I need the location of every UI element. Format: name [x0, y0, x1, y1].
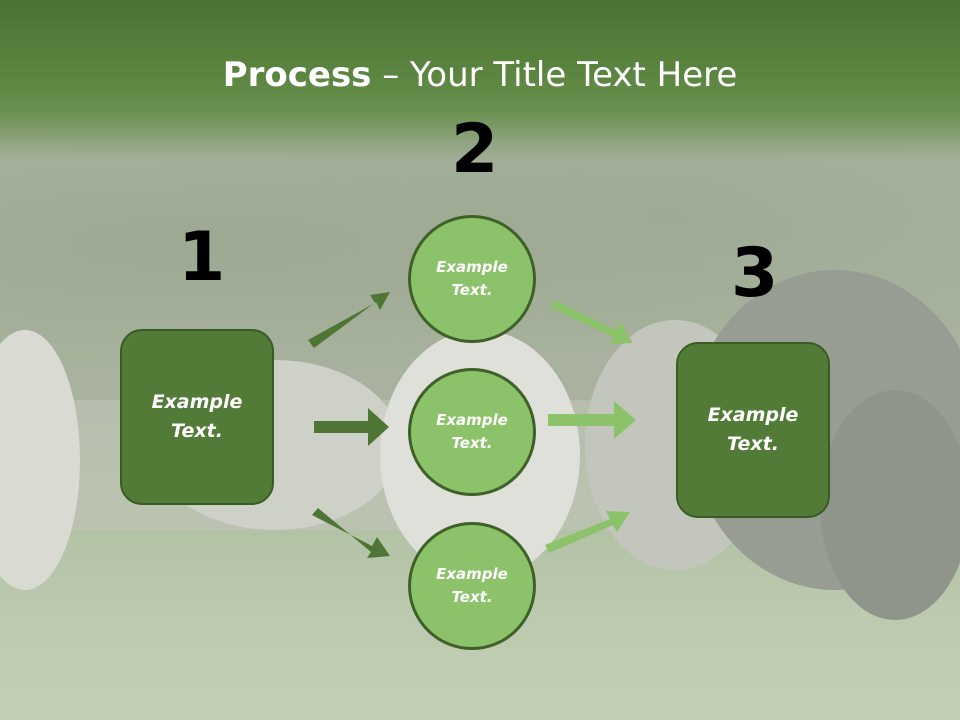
left-process-box: Example Text. — [120, 329, 274, 505]
arrow-from-circle-2 — [548, 401, 636, 439]
circle-1-text: Example Text. — [436, 258, 508, 299]
right-process-box: Example Text. — [676, 342, 830, 518]
slide-title: Process – Your Title Text Here — [0, 52, 960, 98]
process-circle-1: Example Text. — [408, 215, 536, 343]
arrow-to-circle-1 — [308, 292, 390, 348]
left-box-text: Example Text. — [151, 391, 243, 442]
step-number-2: 2 — [451, 110, 499, 189]
title-bold: Process — [222, 55, 372, 95]
arrow-from-circle-3 — [545, 511, 630, 553]
process-circle-2: Example Text. — [408, 368, 536, 496]
process-circle-3: Example Text. — [408, 522, 536, 650]
arrow-to-circle-2 — [314, 408, 389, 446]
title-rest: – Your Title Text Here — [371, 55, 738, 95]
arrow-from-circle-1 — [551, 300, 633, 344]
circle-2-text: Example Text. — [436, 411, 508, 452]
right-box-text: Example Text. — [707, 404, 799, 455]
title-banner — [0, 0, 960, 160]
step-number-3: 3 — [731, 234, 779, 313]
circle-3-text: Example Text. — [436, 565, 508, 606]
arrow-to-circle-3 — [312, 508, 390, 558]
step-number-1: 1 — [178, 218, 226, 297]
background-sheep — [820, 390, 960, 620]
